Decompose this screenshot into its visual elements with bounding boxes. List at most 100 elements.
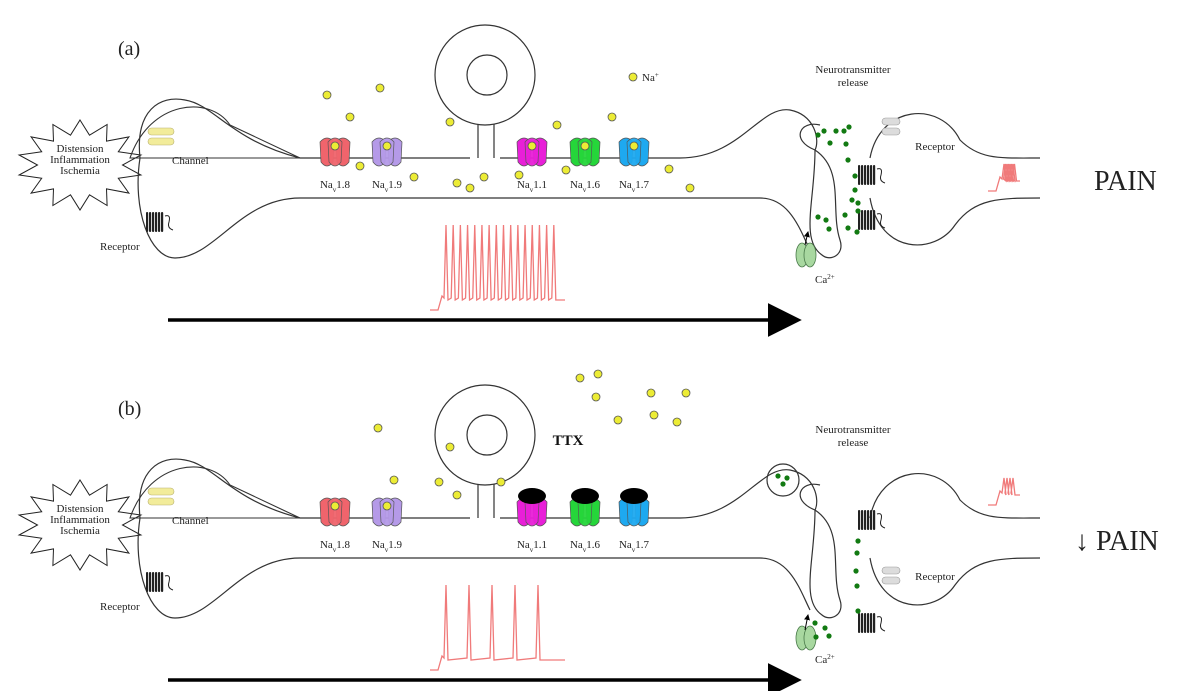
axon-upper-membrane: [500, 469, 818, 519]
panels-root: (a)DistensionInflammationIschemiaChannel…: [17, 24, 1159, 691]
receptor-helix: [864, 210, 867, 230]
axon-outline: [129, 466, 301, 519]
receptor-helix: [155, 572, 158, 592]
channel-subunit: [147, 497, 175, 506]
nav-channel-label: Nav1.8: [320, 539, 351, 554]
neurotransmitter-dot: [826, 633, 832, 639]
channel-subunit: [147, 137, 175, 146]
cell-body-stalk: [477, 124, 495, 158]
neurotransmitter-dot: [822, 625, 828, 631]
ttx-label: TTX: [553, 433, 584, 449]
vesicle-membrane: [799, 483, 821, 511]
nav-channel-1-7: Nav1.7: [618, 488, 650, 554]
receptor-helix: [873, 510, 876, 530]
sodium-ion: [330, 141, 340, 151]
receptor-subunit: [881, 117, 901, 126]
receptor-tail: [164, 575, 174, 591]
receptor-helix: [861, 165, 864, 185]
sodium-ion: [382, 501, 392, 511]
sodium-ion: [445, 117, 455, 127]
postsynaptic-neuron-outline: [869, 473, 1041, 606]
receptor-helix: [873, 165, 876, 185]
presynaptic-bouton-outline: [809, 509, 842, 619]
receptor-helix: [861, 613, 864, 633]
sodium-ion: [681, 388, 691, 398]
ttx-blocker: [620, 488, 648, 504]
neurotransmitter-dot: [843, 141, 849, 147]
calcium-channel-icon: [795, 625, 817, 651]
sodium-ion: [322, 90, 332, 100]
neurotransmitter-dot: [855, 208, 861, 214]
channel-subunit: [147, 127, 175, 136]
postsynaptic-neuron-outline: [869, 113, 1041, 246]
receptor-helix: [864, 510, 867, 530]
receptor-helix: [161, 212, 164, 232]
sodium-label: Na+: [642, 71, 659, 84]
sodium-ion: [629, 141, 639, 151]
sodium-ion: [685, 183, 695, 193]
neurotransmitter-dot: [813, 634, 819, 640]
gpcr-receptor-icon: [146, 212, 174, 232]
receptor-helix: [861, 210, 864, 230]
neurotransmitter-dot: [845, 225, 851, 231]
nav-channel-1-6: Nav1.6: [569, 488, 601, 554]
axon-lower-membrane: [137, 517, 811, 619]
sodium-ion: [561, 165, 571, 175]
axon-lower-membrane: [137, 157, 811, 259]
neurotransmitter-dot: [826, 226, 832, 232]
sodium-channel-icon: [618, 497, 650, 527]
ca-subunit: [803, 242, 817, 268]
calcium-label: Ca2+: [815, 273, 835, 286]
nav-channel-1-7: Nav1.7: [618, 137, 650, 194]
channel-subunit: [147, 487, 175, 496]
sodium-ion: [452, 490, 462, 500]
sodium-ion: [434, 477, 444, 487]
nav-channel-label: Nav1.6: [570, 179, 601, 194]
nav-channel-1-8: Nav1.8: [319, 497, 351, 554]
sodium-ion: [628, 72, 638, 82]
nt-release-label: release: [838, 77, 869, 89]
receptor-tail: [876, 616, 886, 632]
sodium-ion: [591, 392, 601, 402]
postsynaptic-gpcr-icon: [858, 613, 886, 633]
stimulus-label: Inflammation: [50, 514, 110, 526]
nav-channel-1-9: Nav1.9: [371, 137, 403, 194]
nav-channel-label: Nav1.6: [570, 539, 601, 554]
stimulus-label: Inflammation: [50, 154, 110, 166]
ca-influx-arrow: [803, 231, 810, 246]
ttx-blocker: [518, 488, 546, 504]
outcome-label: PAIN: [1094, 166, 1157, 197]
nucleus-outline: [466, 414, 508, 456]
neurotransmitter-dot: [849, 197, 855, 203]
stimulus-label: Distension: [56, 143, 104, 155]
receptor-subunit: [881, 127, 901, 136]
nav-channel-label: Nav1.7: [619, 179, 650, 194]
nt-release-label: Neurotransmitter: [815, 64, 890, 76]
receptor-helix: [870, 613, 873, 633]
mechano-channel-icon: [147, 487, 175, 506]
presynaptic-bouton-outline: [809, 149, 842, 259]
receptor-helix: [152, 572, 155, 592]
sodium-ion: [445, 442, 455, 452]
receptor-helix: [870, 510, 873, 530]
calcium-label: Ca2+: [815, 653, 835, 666]
nav-channel-label: Nav1.7: [619, 539, 650, 554]
calcium-channel-icon: [795, 242, 817, 268]
receptor-helix: [146, 572, 149, 592]
receptor-subunit: [881, 566, 901, 575]
sodium-ion: [514, 170, 524, 180]
neurotransmitter-dot: [821, 128, 827, 134]
sodium-ion: [649, 410, 659, 420]
receptor-helix: [867, 510, 870, 530]
receptor-helix: [161, 572, 164, 592]
receptor-helix: [858, 613, 861, 633]
sodium-ion: [607, 112, 617, 122]
cell-body-outline: [434, 384, 536, 486]
postsynaptic-receptor-icon: [881, 566, 901, 585]
neurotransmitter-dot: [852, 173, 858, 179]
sodium-ion: [373, 423, 383, 433]
neurotransmitter-dot: [780, 481, 786, 487]
nav-channel-1-8: Nav1.8: [319, 137, 351, 194]
sodium-ion: [552, 120, 562, 130]
panel-b: (b)DistensionInflammationIschemiaChannel…: [17, 369, 1159, 691]
